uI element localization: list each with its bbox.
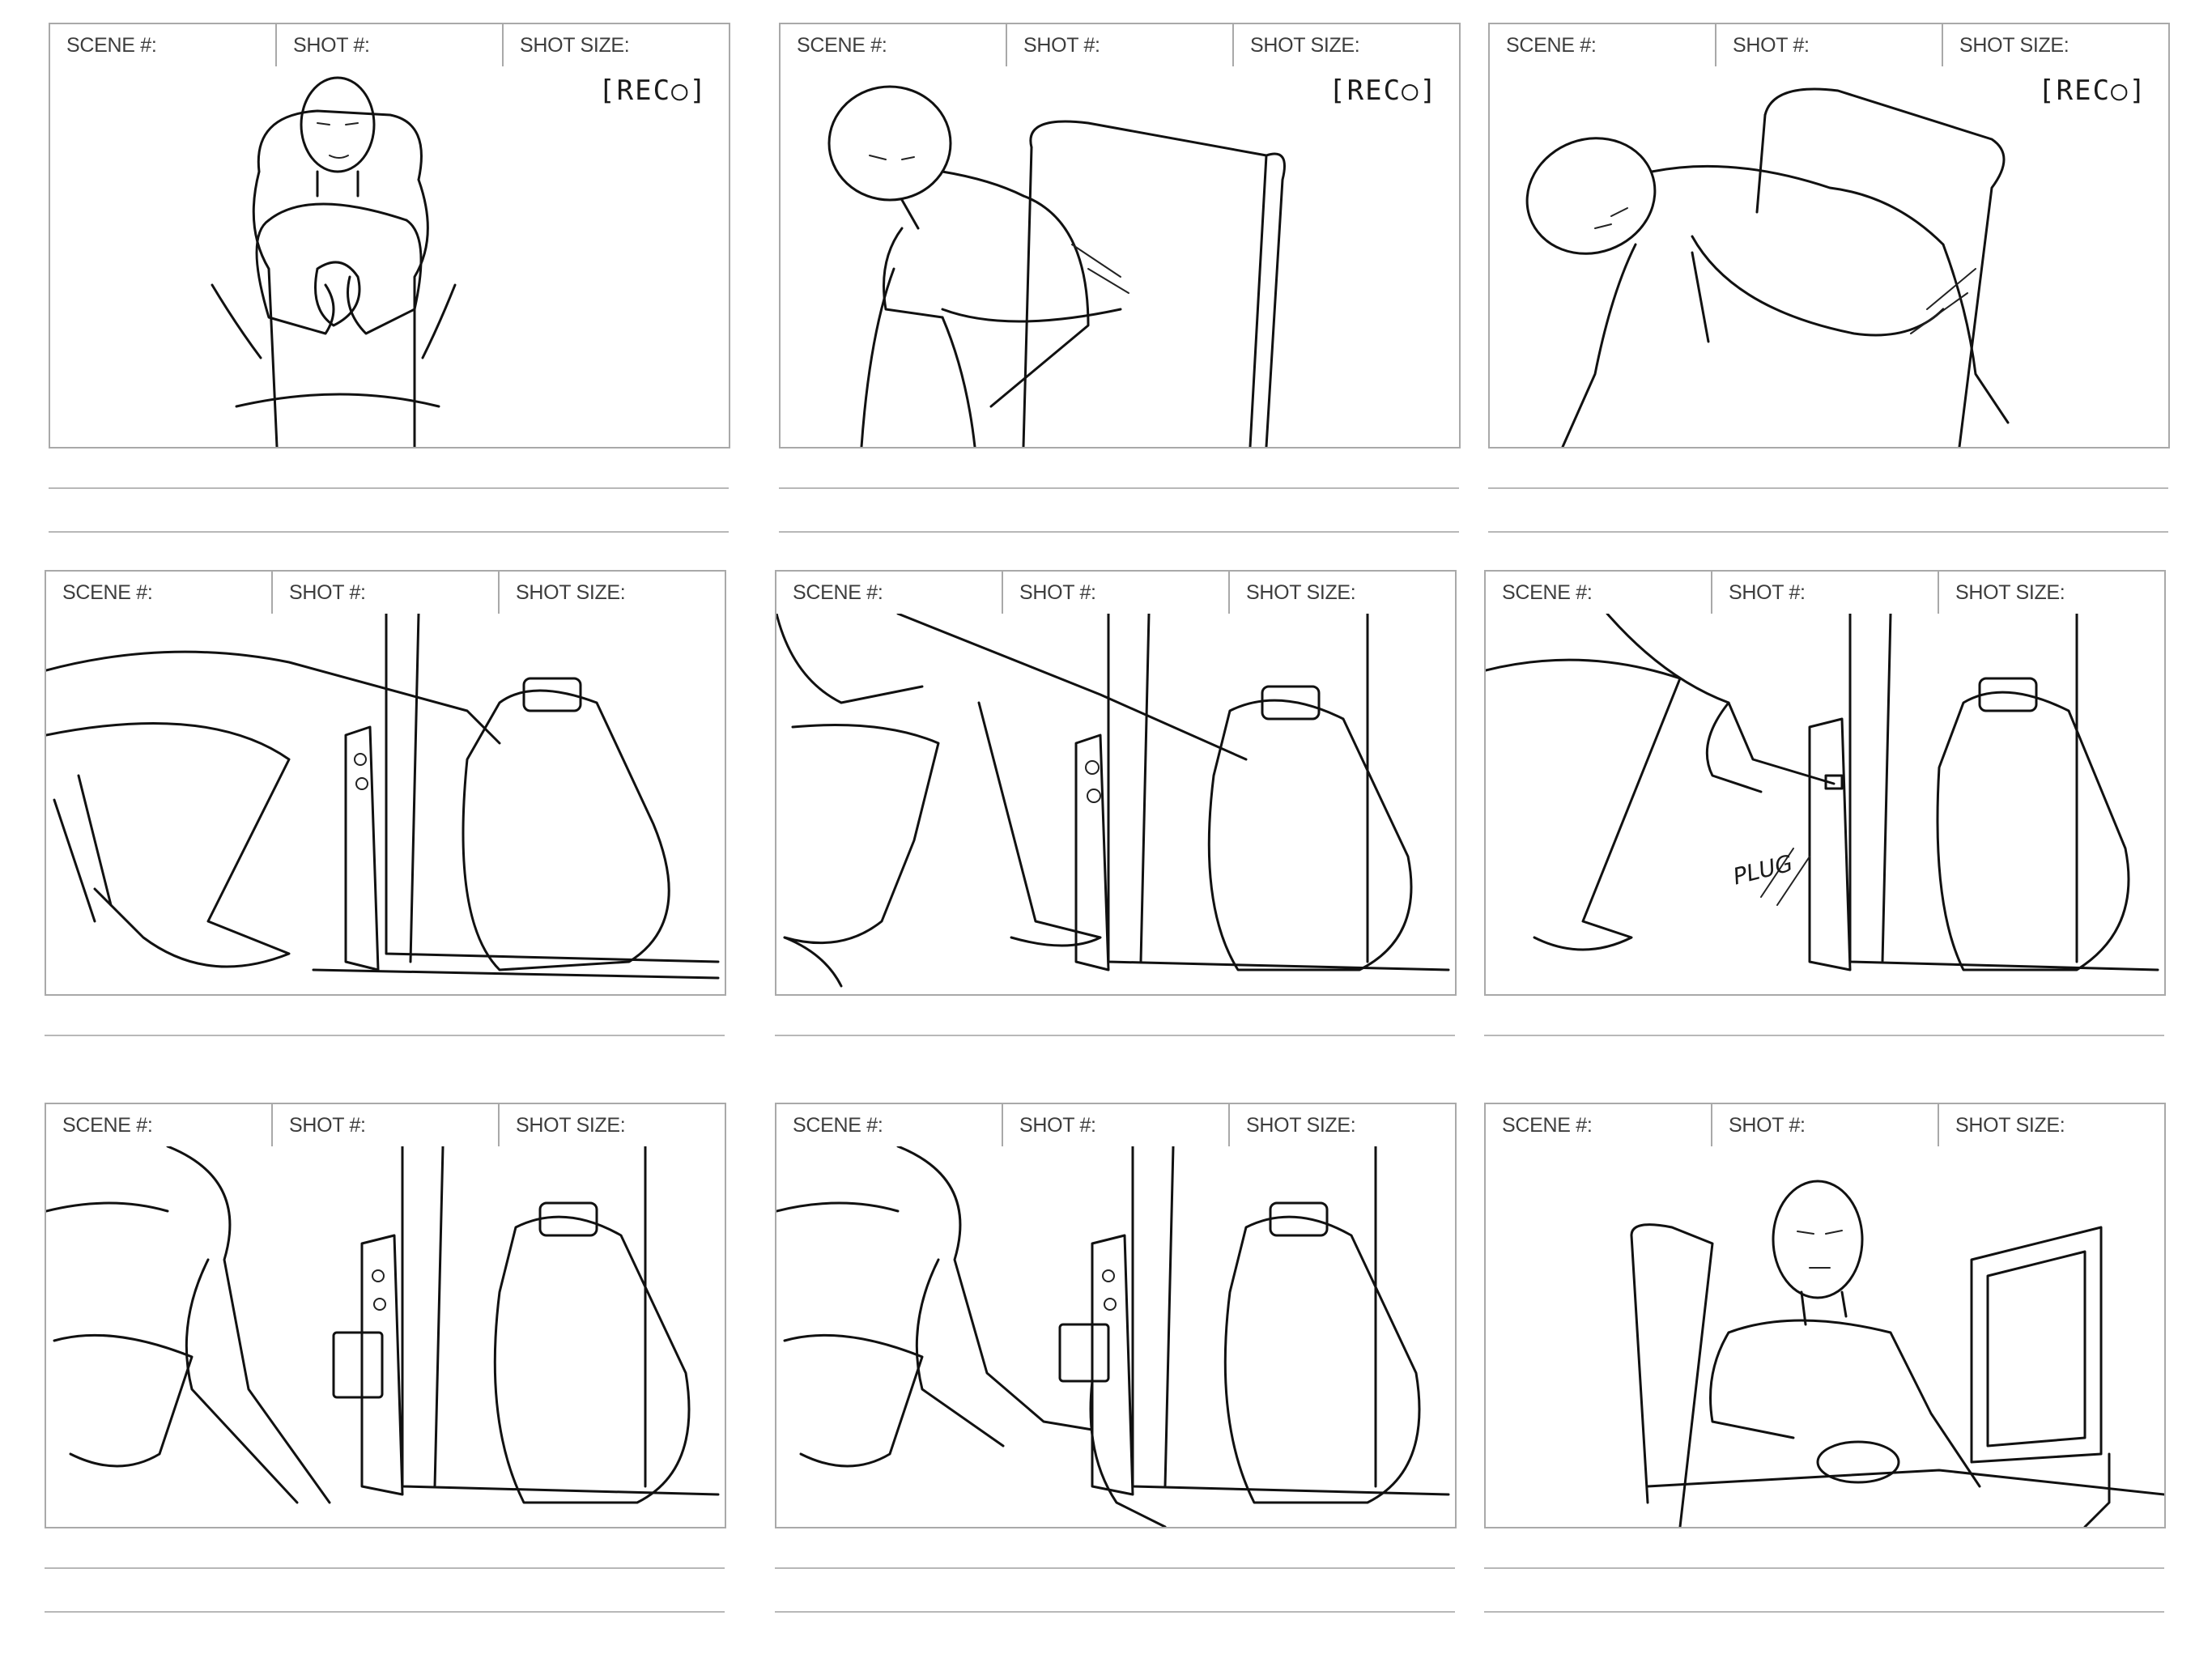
shot-field[interactable]: SHOT #: — [1712, 1104, 1939, 1146]
panel-header: SCENE #: SHOT #: SHOT SIZE: — [779, 23, 1461, 68]
notes-line[interactable] — [45, 1611, 725, 1613]
rec-annotation: [REC○] — [1329, 74, 1438, 107]
scene-field[interactable]: SCENE #: — [1486, 572, 1712, 614]
hand-plugging-usb-icon — [1486, 614, 2159, 971]
man-leaning-forward-in-chair-icon — [827, 85, 1286, 447]
shot-size-field[interactable]: SHOT SIZE: — [1955, 1113, 2065, 1137]
shot-size-field[interactable]: SHOT SIZE: — [1955, 580, 2065, 604]
panel-header: SCENE #: SHOT #: SHOT SIZE: — [1488, 23, 2170, 68]
shot-size-field[interactable]: SHOT SIZE: — [1246, 1113, 1356, 1137]
shot-field[interactable]: SHOT #: — [273, 572, 500, 614]
hand-reaching-behind-backpack-icon — [46, 614, 720, 980]
panel-frame: [REC○] — [49, 66, 730, 449]
panel-frame — [45, 1146, 726, 1528]
notes-line[interactable] — [45, 1567, 725, 1569]
scene-field[interactable]: SCENE #: — [46, 572, 273, 614]
scene-field[interactable]: SCENE #: — [776, 572, 1003, 614]
panel-frame: [REC○] — [779, 66, 1461, 449]
notes-line[interactable] — [775, 1035, 1455, 1036]
notes-line[interactable] — [775, 1611, 1455, 1613]
shot-size-field[interactable]: SHOT SIZE: — [520, 33, 630, 57]
notes-line[interactable] — [1484, 1567, 2164, 1569]
scene-field[interactable]: SCENE #: — [1490, 24, 1716, 66]
hand-reaching-computer-tower-icon — [776, 614, 1450, 988]
notes-line[interactable] — [49, 531, 729, 533]
panel-frame — [775, 614, 1457, 996]
panel-header: SCENE #: SHOT #: SHOT SIZE: — [49, 23, 730, 68]
shot-size-field[interactable]: SHOT SIZE: — [516, 1113, 626, 1137]
man-seated-stretching-arms-icon — [211, 76, 457, 447]
panel-frame — [1484, 1146, 2166, 1528]
shot-size-field[interactable]: SHOT SIZE: — [1959, 33, 2069, 57]
notes-line[interactable] — [1488, 531, 2168, 533]
shot-size-field[interactable]: SHOT SIZE: — [1246, 580, 1356, 604]
scene-field[interactable]: SCENE #: — [1486, 1104, 1712, 1146]
scene-field[interactable]: SCENE #: — [776, 1104, 1003, 1146]
scene-field[interactable]: SCENE #: — [50, 24, 277, 66]
panel-frame: PLUG — [1484, 614, 2166, 996]
panel-frame — [45, 614, 726, 996]
hand-at-device-cable-icon — [46, 1146, 720, 1504]
man-at-computer-desk-icon — [1630, 1180, 2164, 1527]
notes-line[interactable] — [45, 1035, 725, 1036]
shot-field[interactable]: SHOT #: — [1003, 1104, 1230, 1146]
shot-field[interactable]: SHOT #: — [1716, 24, 1943, 66]
notes-line[interactable] — [49, 487, 729, 489]
shot-field[interactable]: SHOT #: — [273, 1104, 500, 1146]
panel-header: SCENE #: SHOT #: SHOT SIZE: — [45, 570, 726, 615]
shot-field[interactable]: SHOT #: — [277, 24, 504, 66]
panel-header: SCENE #: SHOT #: SHOT SIZE: — [45, 1103, 726, 1148]
scene-field[interactable]: SCENE #: — [781, 24, 1007, 66]
rec-annotation: [REC○] — [598, 74, 708, 107]
shot-size-field[interactable]: SHOT SIZE: — [516, 580, 626, 604]
panel-frame: [REC○] — [1488, 66, 2170, 449]
panel-header: SCENE #: SHOT #: SHOT SIZE: — [1484, 1103, 2166, 1148]
shot-field[interactable]: SHOT #: — [1003, 572, 1230, 614]
notes-line[interactable] — [779, 487, 1459, 489]
shot-field[interactable]: SHOT #: — [1007, 24, 1234, 66]
notes-line[interactable] — [775, 1567, 1455, 1569]
man-bending-down-icon — [1525, 87, 2010, 447]
hand-holding-cable-icon — [776, 1146, 1450, 1527]
shot-field[interactable]: SHOT #: — [1712, 572, 1939, 614]
panel-header: SCENE #: SHOT #: SHOT SIZE: — [1484, 570, 2166, 615]
rec-annotation: [REC○] — [2038, 74, 2147, 107]
panel-frame — [775, 1146, 1457, 1528]
panel-header: SCENE #: SHOT #: SHOT SIZE: — [775, 1103, 1457, 1148]
notes-line[interactable] — [1488, 487, 2168, 489]
panel-header: SCENE #: SHOT #: SHOT SIZE: — [775, 570, 1457, 615]
notes-line[interactable] — [779, 531, 1459, 533]
notes-line[interactable] — [1484, 1611, 2164, 1613]
scene-field[interactable]: SCENE #: — [46, 1104, 273, 1146]
notes-line[interactable] — [1484, 1035, 2164, 1036]
shot-size-field[interactable]: SHOT SIZE: — [1250, 33, 1360, 57]
